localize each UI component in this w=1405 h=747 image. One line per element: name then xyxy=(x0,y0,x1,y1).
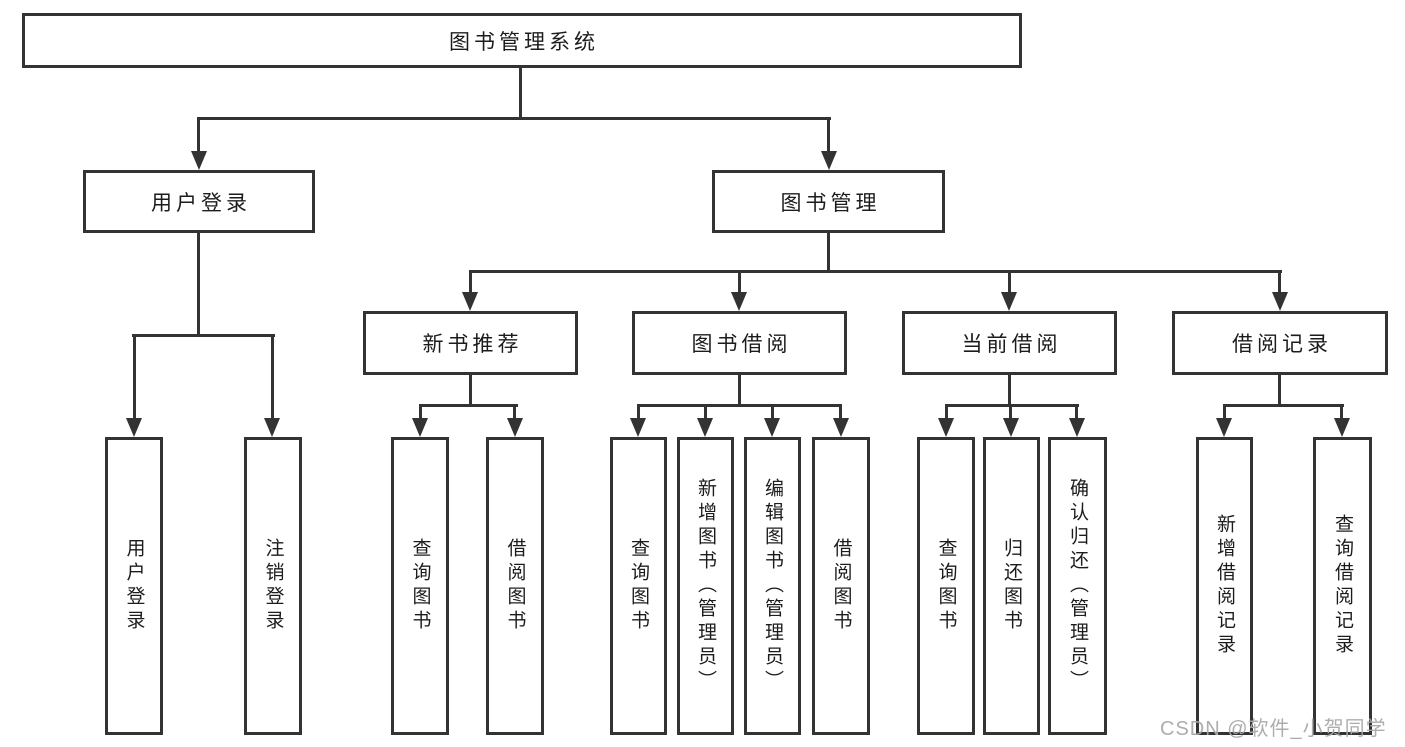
connector-book-borrow-drop-2 xyxy=(704,404,707,420)
arrow-to-borrow-books-a xyxy=(507,418,523,437)
connector-new-book-split xyxy=(419,404,518,407)
csdn-watermark: CSDN @软件_小贺同学 xyxy=(1160,718,1387,740)
arrow-to-query-books-c xyxy=(938,418,954,437)
connector-book-mgmt-drop-2 xyxy=(738,270,741,294)
arrow-to-leaf-logout xyxy=(264,418,280,437)
node-user-login: 用户登录 xyxy=(83,170,315,233)
arrow-to-add-record xyxy=(1216,418,1232,437)
leaf-edit-books-admin: 编辑图书（管理员） xyxy=(744,437,801,735)
leaf-query-books-borrow: 查询图书 xyxy=(610,437,667,735)
connector-book-borrow-drop-4 xyxy=(839,404,842,420)
arrow-to-query-books-a xyxy=(412,418,428,437)
connector-current-borrow-feed xyxy=(1008,373,1011,407)
connector-book-borrow-drop-3 xyxy=(771,404,774,420)
arrow-to-return-books xyxy=(1003,418,1019,437)
leaf-borrow-books-borrow: 借阅图书 xyxy=(812,437,870,735)
leaf-query-books-recommend: 查询图书 xyxy=(391,437,449,735)
connector-book-borrow-feed xyxy=(738,373,741,407)
node-new-book-recommend: 新书推荐 xyxy=(363,311,578,375)
connector-new-book-feed xyxy=(469,373,472,407)
connector-book-mgmt-feed xyxy=(827,231,830,273)
connector-current-borrow-drop-2 xyxy=(1009,404,1012,420)
leaf-return-books: 归还图书 xyxy=(983,437,1040,735)
connector-book-borrow-split xyxy=(637,404,842,407)
arrow-to-query-record xyxy=(1334,418,1350,437)
connector-root-drop-right xyxy=(827,117,830,154)
connector-root-feed xyxy=(519,66,522,120)
connector-user-login-drop-2 xyxy=(271,334,274,419)
connector-current-borrow-drop-3 xyxy=(1075,404,1078,420)
arrow-to-borrow-records xyxy=(1272,292,1288,311)
connector-user-login-feed xyxy=(197,231,200,337)
arrow-to-borrow-books-b xyxy=(833,418,849,437)
node-library-system: 图书管理系统 xyxy=(22,13,1022,68)
connector-book-mgmt-split xyxy=(469,270,1282,273)
node-borrow-records: 借阅记录 xyxy=(1172,311,1388,375)
connector-new-book-drop-2 xyxy=(513,404,516,420)
arrow-to-edit-books xyxy=(764,418,780,437)
node-current-borrow: 当前借阅 xyxy=(902,311,1117,375)
connector-user-login-drop-1 xyxy=(133,334,136,419)
leaf-logout: 注销登录 xyxy=(244,437,302,735)
connector-book-mgmt-drop-4 xyxy=(1278,270,1281,294)
arrow-to-add-books xyxy=(697,418,713,437)
connector-records-split xyxy=(1223,404,1344,407)
connector-records-drop-1 xyxy=(1223,404,1226,420)
arrow-to-book-borrow xyxy=(731,292,747,311)
arrow-to-book-management xyxy=(821,151,837,170)
arrow-to-leaf-user-login xyxy=(126,418,142,437)
arrow-to-confirm-return xyxy=(1069,418,1085,437)
leaf-user-login: 用户登录 xyxy=(105,437,163,735)
arrow-to-new-book-recommend xyxy=(462,292,478,311)
leaf-borrow-books-recommend: 借阅图书 xyxy=(486,437,544,735)
connector-records-drop-2 xyxy=(1340,404,1343,420)
connector-root-split xyxy=(197,117,831,120)
leaf-query-borrow-record: 查询借阅记录 xyxy=(1313,437,1372,735)
connector-book-mgmt-drop-1 xyxy=(469,270,472,294)
arrow-to-current-borrow xyxy=(1001,292,1017,311)
leaf-add-borrow-record: 新增借阅记录 xyxy=(1196,437,1253,735)
arrow-to-user-login xyxy=(191,151,207,170)
arrow-to-query-books-b xyxy=(630,418,646,437)
connector-new-book-drop-1 xyxy=(419,404,422,420)
connector-root-drop-left xyxy=(197,117,200,154)
connector-current-borrow-drop-1 xyxy=(945,404,948,420)
node-book-borrow: 图书借阅 xyxy=(632,311,847,375)
connector-book-mgmt-drop-3 xyxy=(1008,270,1011,294)
connector-current-borrow-split xyxy=(945,404,1079,407)
leaf-add-books-admin: 新增图书（管理员） xyxy=(677,437,734,735)
leaf-query-books-current: 查询图书 xyxy=(917,437,975,735)
connector-book-borrow-drop-1 xyxy=(637,404,640,420)
connector-user-login-split xyxy=(132,334,275,337)
connector-records-feed xyxy=(1278,373,1281,407)
leaf-confirm-return-admin: 确认归还（管理员） xyxy=(1048,437,1107,735)
node-book-management: 图书管理 xyxy=(712,170,945,233)
